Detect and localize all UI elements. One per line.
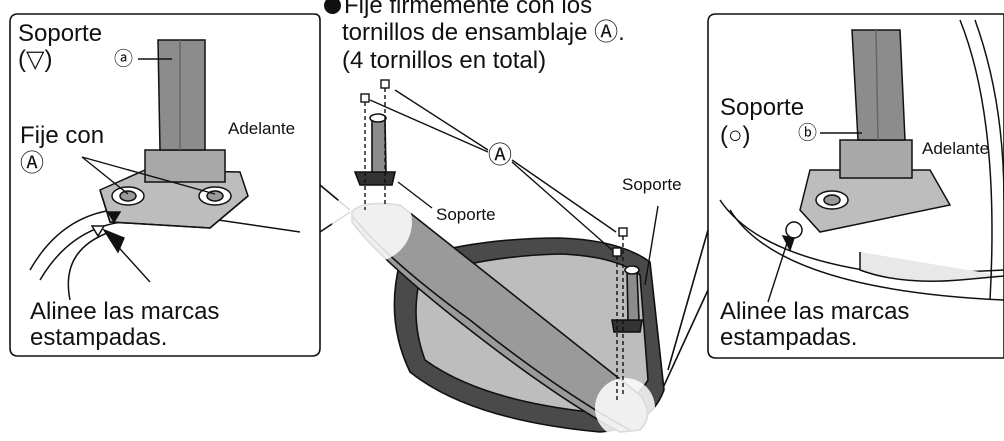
right-align-line-2: estampadas. bbox=[720, 324, 858, 351]
right-inset-leaders bbox=[767, 132, 862, 303]
right-align-line-1: Alinee las marcas bbox=[720, 298, 910, 325]
screw-callout: Ⓐ bbox=[488, 142, 512, 169]
right-callout-b: ⓑ bbox=[798, 123, 818, 144]
left-soporte-label: Soporte bbox=[18, 20, 103, 47]
instruction-line-2: tornillos de ensamblaje Ⓐ. bbox=[342, 19, 625, 46]
right-soporte-mark: (○) bbox=[720, 122, 751, 149]
center-soporte-right: Soporte bbox=[622, 175, 682, 194]
right-soporte-label: Soporte bbox=[720, 94, 805, 121]
left-align-line-2: estampadas. bbox=[30, 324, 168, 351]
left-front-label: Adelante bbox=[228, 119, 296, 138]
center-soporte-left: Soporte bbox=[436, 205, 496, 224]
left-align-line-1: Alinee las marcas bbox=[30, 298, 220, 325]
instruction-line-1: Fije firmemente con los bbox=[324, 0, 592, 18]
left-fix-with-label: Fije con bbox=[20, 122, 105, 149]
left-soporte-mark: (▽) bbox=[18, 46, 53, 73]
left-inset-leaders bbox=[81, 58, 216, 283]
screws bbox=[360, 79, 659, 400]
instruction-line-3: (4 tornillos en total) bbox=[342, 47, 547, 74]
right-inset-stand-drawing bbox=[719, 19, 1004, 301]
right-front-label: Adelante bbox=[922, 139, 990, 158]
left-inset-stand-drawing bbox=[29, 39, 301, 301]
left-fix-with-symbol: Ⓐ bbox=[20, 150, 44, 177]
left-callout-a: ⓐ bbox=[114, 49, 134, 70]
tv-base-assembly bbox=[332, 113, 665, 438]
